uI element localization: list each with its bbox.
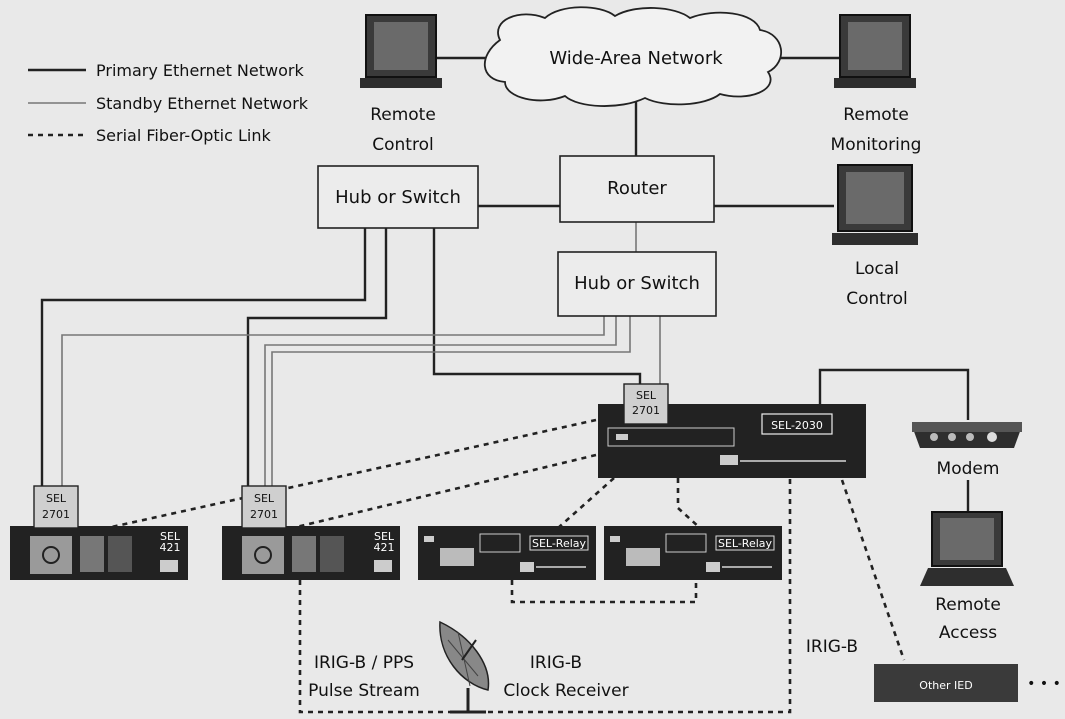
sel-2701-a-label-1: SEL xyxy=(46,492,67,505)
irig-clock-label-2: Clock Receiver xyxy=(503,681,628,701)
irig-clock-label-1: IRIG-B xyxy=(530,653,582,673)
relay-d: SEL-Relay xyxy=(604,526,782,580)
legend-primary-label: Primary Ethernet Network xyxy=(96,61,304,80)
laptop-icon xyxy=(920,511,1014,586)
modem-icon xyxy=(912,422,1022,448)
legend-fiber-label: Serial Fiber-Optic Link xyxy=(96,126,271,145)
relay-a-label-2: 421 xyxy=(160,541,181,554)
local-control-label-2: Control xyxy=(846,289,907,309)
link-hub-right-sel2701-a xyxy=(61,316,605,490)
remote-access-laptop: Remote Access xyxy=(920,511,1014,643)
wan-label: Wide-Area Network xyxy=(549,48,723,69)
remote-control-computer: Remote Control xyxy=(360,14,442,155)
remote-monitoring-label-2: Monitoring xyxy=(831,135,922,155)
hub-left: Hub or Switch xyxy=(317,165,479,229)
connections xyxy=(40,56,970,714)
link-hub-right-sel2701-b-2 xyxy=(271,316,631,490)
remote-monitoring-computer: Remote Monitoring xyxy=(831,14,922,155)
sel-2701-top-label-1: SEL xyxy=(636,389,657,402)
relay-b: SEL 421 xyxy=(222,526,400,580)
relay-b-label-2: 421 xyxy=(374,541,395,554)
fiber-sel2030-relay-d xyxy=(676,478,701,529)
hub-right-label: Hub or Switch xyxy=(574,273,700,294)
remote-control-label-2: Control xyxy=(372,135,433,155)
router: Router xyxy=(559,155,715,223)
relay-c-label: SEL-Relay xyxy=(532,537,587,550)
legend: Primary Ethernet Network Standby Etherne… xyxy=(28,61,309,145)
sel-2701-top: SEL 2701 xyxy=(623,383,669,425)
link-sel2030-modem xyxy=(818,368,970,420)
fiber-sel2030-relay-b xyxy=(283,453,597,532)
fiber-irig-b-bus xyxy=(298,478,792,714)
local-control-computer: Local Control xyxy=(832,164,918,309)
monitor-icon xyxy=(834,14,916,88)
satellite-dish-icon xyxy=(439,620,490,714)
monitor-icon xyxy=(360,14,442,88)
irig-pps-label-2: Pulse Stream xyxy=(308,681,420,701)
relay-a-label-1: SEL xyxy=(160,530,181,543)
irig-b-label: IRIG-B xyxy=(806,637,858,657)
local-control-label-1: Local xyxy=(855,259,899,279)
sel-2030-label: SEL-2030 xyxy=(771,419,823,432)
fiber-sel2030-other-ied xyxy=(840,479,906,661)
remote-access-label-2: Access xyxy=(939,623,997,643)
link-hub-left-sel2701-b xyxy=(246,228,388,490)
modem: Modem xyxy=(912,422,1022,479)
relay-a: SEL 421 xyxy=(10,526,188,580)
sel-2701-a: SEL 2701 xyxy=(33,485,79,529)
relay-b-label-1: SEL xyxy=(374,530,395,543)
relay-d-label: SEL-Relay xyxy=(718,537,773,550)
relay-c: SEL-Relay xyxy=(418,526,596,580)
wan-cloud: Wide-Area Network xyxy=(483,6,783,107)
fiber-sel2030-relay-c xyxy=(557,477,615,529)
sel-2701-b-label-2: 2701 xyxy=(250,508,278,521)
modem-label: Modem xyxy=(937,459,1000,479)
router-label: Router xyxy=(607,178,667,199)
sel-2701-a-label-2: 2701 xyxy=(42,508,70,521)
legend-standby-label: Standby Ethernet Network xyxy=(96,94,309,113)
sel-2701-b: SEL 2701 xyxy=(241,485,287,529)
remote-monitoring-label-1: Remote xyxy=(843,105,909,125)
ellipsis-more: • • • xyxy=(1027,676,1061,692)
remote-control-label-1: Remote xyxy=(370,105,436,125)
irig-pps-label-1: IRIG-B / PPS xyxy=(314,653,414,673)
fiber-sel2030-relay-a xyxy=(97,418,597,532)
fiber-relay-c-relay-d xyxy=(510,580,698,604)
other-ied-label: Other IED xyxy=(919,679,972,692)
sel-2701-top-label-2: 2701 xyxy=(632,404,660,417)
link-hub-left-sel2701-top xyxy=(432,228,642,384)
link-hub-left-sel2701-a xyxy=(40,228,367,490)
hub-right: Hub or Switch xyxy=(557,251,717,317)
sel-2701-b-label-1: SEL xyxy=(254,492,275,505)
hub-left-label: Hub or Switch xyxy=(335,187,461,208)
link-hub-right-sel2701-b-1 xyxy=(264,316,617,490)
monitor-icon xyxy=(832,164,918,245)
remote-access-label-1: Remote xyxy=(935,595,1001,615)
other-ied: Other IED xyxy=(874,664,1018,702)
